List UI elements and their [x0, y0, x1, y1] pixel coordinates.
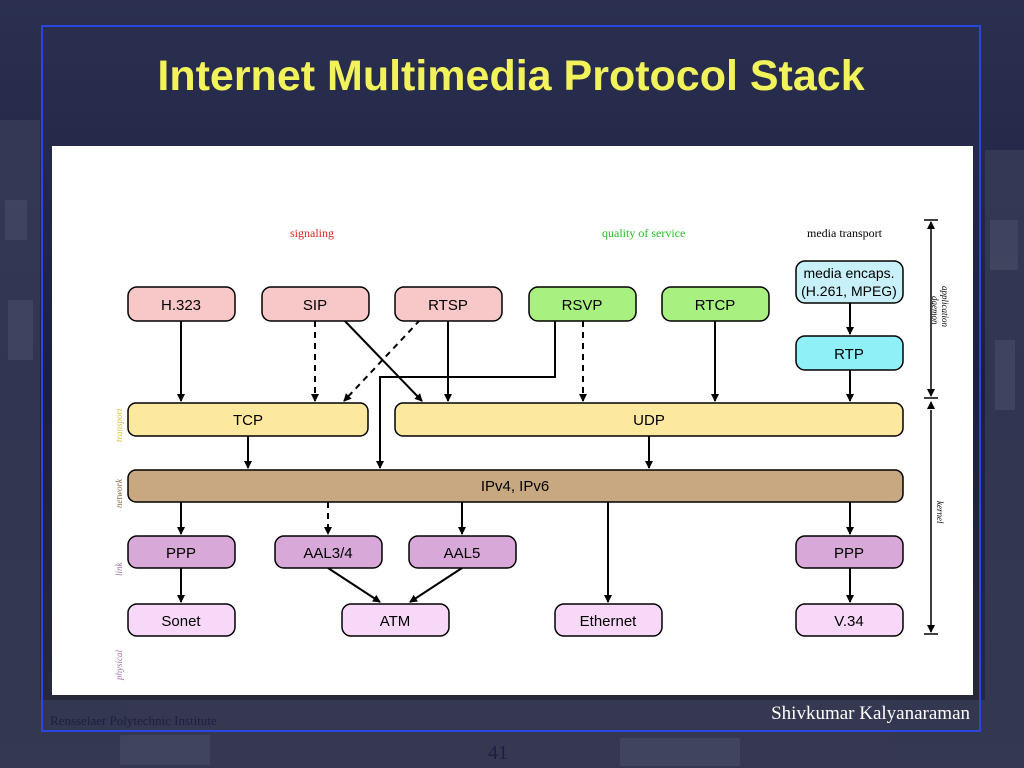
layer-transport-label: transport [114, 408, 124, 442]
signaling-label: signaling [290, 226, 334, 240]
box-sip: SIP [261, 286, 370, 322]
institute-name: Rensselaer Polytechnic Institute [50, 713, 217, 728]
box-v34: V.34 [795, 603, 904, 637]
h323-label: H.323 [161, 297, 201, 314]
layer-kernel-label: kernel [935, 501, 945, 524]
box-aal5: AAL5 [408, 535, 517, 569]
rtcp-label: RTCP [695, 297, 736, 314]
media-transport-label: media transport [807, 226, 883, 240]
ip-label: IPv4, IPv6 [481, 478, 549, 495]
udp-label: UDP [633, 412, 665, 429]
box-udp: UDP [394, 402, 904, 437]
slide-title: Internet Multimedia Protocol Stack [157, 52, 865, 100]
tcp-label: TCP [233, 412, 263, 429]
box-media-encaps: media encaps. (H.261, MPEG) [795, 260, 904, 304]
box-rsvp: RSVP [528, 286, 637, 322]
qos-label: quality of service [602, 226, 685, 240]
arrows [177, 303, 854, 603]
box-ppp-left: PPP [127, 535, 236, 569]
layer-link-label: link [114, 561, 124, 576]
page-number: 41 [488, 742, 508, 764]
box-ppp-right: PPP [795, 535, 904, 569]
slide-frame [41, 25, 981, 732]
sip-label: SIP [303, 297, 327, 314]
box-sonet: Sonet [127, 603, 236, 637]
layer-network-label: network [114, 478, 124, 508]
diagram-panel: signaling quality of service media trans… [52, 146, 973, 695]
author-name: Shivkumar Kalyanaraman [771, 703, 970, 724]
aal5-label: AAL5 [444, 545, 481, 562]
rsvp-label: RSVP [562, 297, 603, 314]
v34-label: V.34 [834, 613, 863, 630]
ppp-left-label: PPP [166, 545, 196, 562]
box-rtp: RTP [795, 335, 904, 371]
right-brackets [924, 219, 938, 635]
box-tcp: TCP [127, 402, 369, 437]
box-atm: ATM [341, 603, 450, 637]
box-aal34: AAL3/4 [274, 535, 383, 569]
media-encaps-label: media encaps. [803, 265, 894, 281]
rtp-label: RTP [834, 346, 864, 363]
box-rtcp: RTCP [661, 286, 770, 322]
media-encaps-formats: (H.261, MPEG) [801, 283, 897, 299]
layer-daemon-label: daemon [930, 296, 940, 325]
box-h323: H.323 [127, 286, 236, 322]
box-ip: IPv4, IPv6 [127, 469, 904, 503]
ppp-right-label: PPP [834, 545, 864, 562]
atm-label: ATM [380, 613, 411, 630]
box-rtsp: RTSP [394, 286, 503, 322]
box-ethernet: Ethernet [554, 603, 663, 637]
rtsp-label: RTSP [428, 297, 468, 314]
protocol-stack-diagram: signaling quality of service media trans… [114, 219, 950, 681]
layer-physical-label: physical [114, 650, 124, 681]
layer-application-label: application [940, 286, 950, 327]
ethernet-label: Ethernet [580, 613, 638, 630]
sonet-label: Sonet [161, 613, 201, 630]
aal34-label: AAL3/4 [303, 545, 352, 562]
